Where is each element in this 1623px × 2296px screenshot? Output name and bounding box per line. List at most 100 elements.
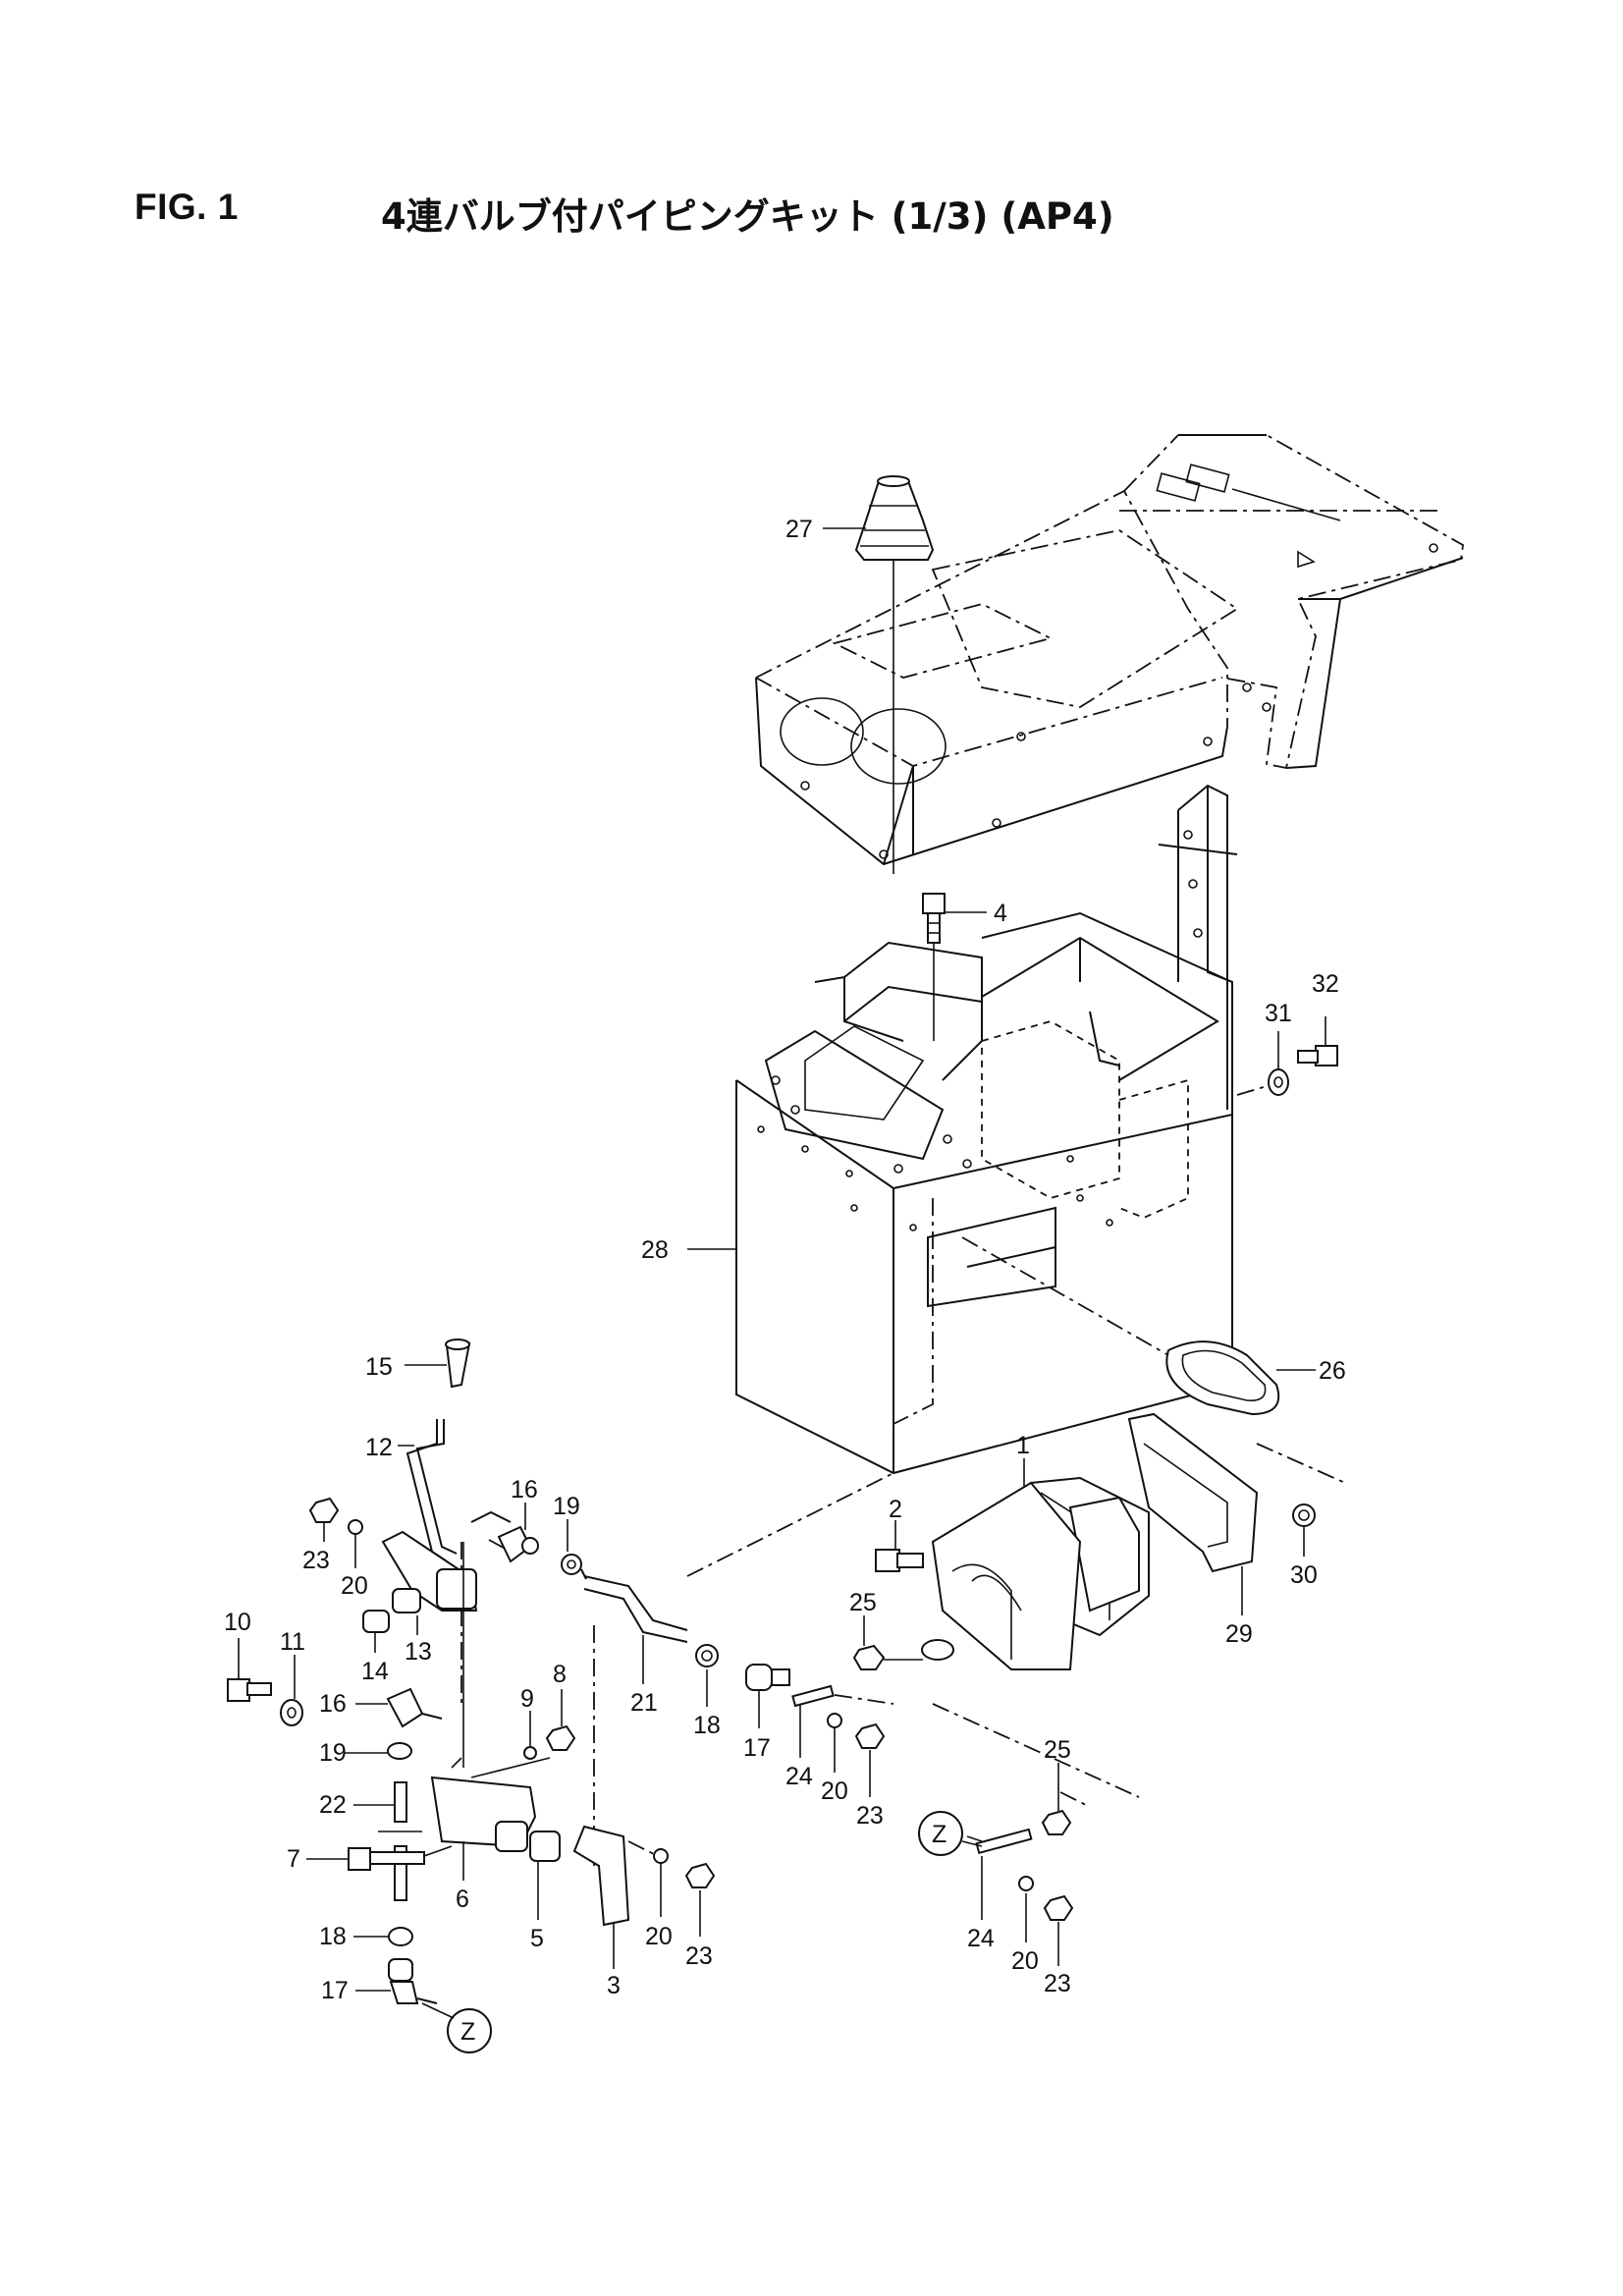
fitting-16-lower: [355, 1687, 443, 1728]
callout-32: 32: [1312, 970, 1339, 998]
view-marker-z-right: [918, 1811, 983, 1856]
bolt-4: [922, 893, 946, 1041]
pin-24-lower: [966, 1828, 1033, 1920]
washer-20-left-bottom: [653, 1848, 669, 1917]
callout-25-upper: 25: [849, 1589, 877, 1616]
leader-lines: [823, 527, 987, 913]
callout-20-left-bottom: 20: [645, 1923, 673, 1950]
callout-13: 13: [405, 1638, 432, 1666]
washer-30: [1292, 1503, 1316, 1557]
callout-23-left-top: 23: [302, 1547, 330, 1574]
z-label-left: Z: [460, 2018, 475, 2046]
callout-17-lower: 17: [321, 1977, 349, 2004]
callout-22: 22: [319, 1791, 347, 1819]
fitting-17-lower: [355, 1958, 438, 2004]
callout-3: 3: [607, 1972, 621, 1999]
console-cover: [755, 434, 1464, 866]
callout-31: 31: [1265, 1000, 1292, 1027]
callout-19-upper: 19: [553, 1493, 580, 1520]
callout-18-center: 18: [693, 1712, 721, 1739]
washer-9: [523, 1711, 537, 1760]
washer-20-lower: [1018, 1876, 1034, 1942]
hose-21: [583, 1472, 894, 1684]
washer-31: [1236, 1031, 1289, 1096]
washer-20-left-top: [348, 1519, 363, 1568]
callout-9: 9: [520, 1685, 534, 1713]
nut-23-left-top: [308, 1497, 340, 1542]
callout-23-left-bottom: 23: [685, 1942, 713, 1970]
nut-23-lower-right: [1043, 1894, 1074, 1966]
nut-23-left-bottom: [684, 1862, 716, 1937]
nut-23-center: [854, 1722, 886, 1797]
callout-8: 8: [553, 1661, 567, 1688]
callout-5: 5: [530, 1925, 544, 1952]
callout-20-lower-right: 20: [1011, 1947, 1039, 1975]
gasket-26: [961, 1236, 1316, 1416]
callout-24-lower: 24: [967, 1925, 995, 1952]
callout-7: 7: [287, 1845, 300, 1873]
figure-title: 4連バルブ付パイピングキット (1/3) (AP4): [381, 195, 1114, 238]
washer-20-center: [827, 1713, 842, 1773]
callout-1: 1: [1016, 1432, 1030, 1459]
callout-21: 21: [630, 1689, 658, 1717]
callout-12: 12: [365, 1434, 393, 1461]
callout-4: 4: [994, 900, 1007, 927]
callout-20-left-top: 20: [341, 1572, 368, 1600]
callout-18-lower: 18: [319, 1923, 347, 1950]
callout-28: 28: [641, 1236, 669, 1264]
callout-26: 26: [1319, 1357, 1346, 1385]
rubber-boot: [854, 475, 935, 874]
washer-18-lower: [353, 1927, 413, 1946]
callout-24-center: 24: [785, 1763, 813, 1790]
washer-19-lower: [344, 1742, 412, 1760]
callout-25-lower: 25: [1044, 1736, 1071, 1764]
lever-bracket: [381, 1510, 512, 1612]
callout-15: 15: [365, 1353, 393, 1381]
box-frame: [687, 784, 1238, 1475]
washer-18-center: [695, 1644, 719, 1707]
z-label-right: Z: [932, 1821, 947, 1848]
bracket-3: [572, 1825, 659, 1969]
bushing-14: [362, 1610, 390, 1653]
bolt-10: [227, 1638, 272, 1702]
bolt-32: [1297, 1016, 1338, 1066]
bolt-2: [875, 1520, 924, 1572]
fitting-17-center: [745, 1664, 790, 1728]
callout-10: 10: [224, 1609, 251, 1636]
bolt-7: [306, 1845, 453, 1871]
view-marker-z-left: [421, 2002, 492, 2053]
callout-labels: 1 2 3 4 5 6 7 8 9 10 11 12 13 14 15 16 1…: [224, 516, 1346, 2046]
callout-27: 27: [785, 516, 813, 543]
washer-19-upper: [561, 1519, 587, 1580]
figure-label: FIG. 1: [135, 187, 239, 227]
bracket-6: [430, 1542, 551, 1881]
fitting-16-upper: [497, 1503, 539, 1563]
assembly-lines: [460, 1539, 1140, 1866]
bushing-13: [392, 1588, 421, 1635]
callout-17-center: 17: [743, 1734, 771, 1762]
callout-11: 11: [280, 1628, 305, 1656]
callout-30: 30: [1290, 1561, 1318, 1589]
callout-29: 29: [1225, 1620, 1253, 1648]
pin-24-center: [791, 1684, 894, 1758]
callout-20-center: 20: [821, 1777, 848, 1805]
nut-8: [545, 1689, 576, 1751]
callout-23-center: 23: [856, 1802, 884, 1830]
callout-16-lower: 16: [319, 1690, 347, 1718]
callout-6: 6: [456, 1886, 469, 1913]
callout-14: 14: [361, 1658, 389, 1685]
callout-2: 2: [889, 1496, 902, 1523]
callout-19-lower: 19: [319, 1739, 347, 1767]
knob-15: [405, 1339, 471, 1389]
washer-11: [280, 1655, 303, 1726]
cover-plate-29: [1127, 1412, 1346, 1615]
stud-22: [353, 1781, 422, 1901]
nut-25-lower: [1041, 1763, 1072, 1835]
figure-header: FIG. 1 4連バルブ付パイピングキット (1/3) (AP4): [135, 187, 1509, 246]
bushing-5: [529, 1831, 561, 1920]
callout-16-upper: 16: [511, 1476, 538, 1503]
valve-assembly-1: [921, 1458, 1150, 1670]
nut-25-upper: [852, 1615, 923, 1670]
callout-23-lower-right: 23: [1044, 1970, 1071, 1997]
